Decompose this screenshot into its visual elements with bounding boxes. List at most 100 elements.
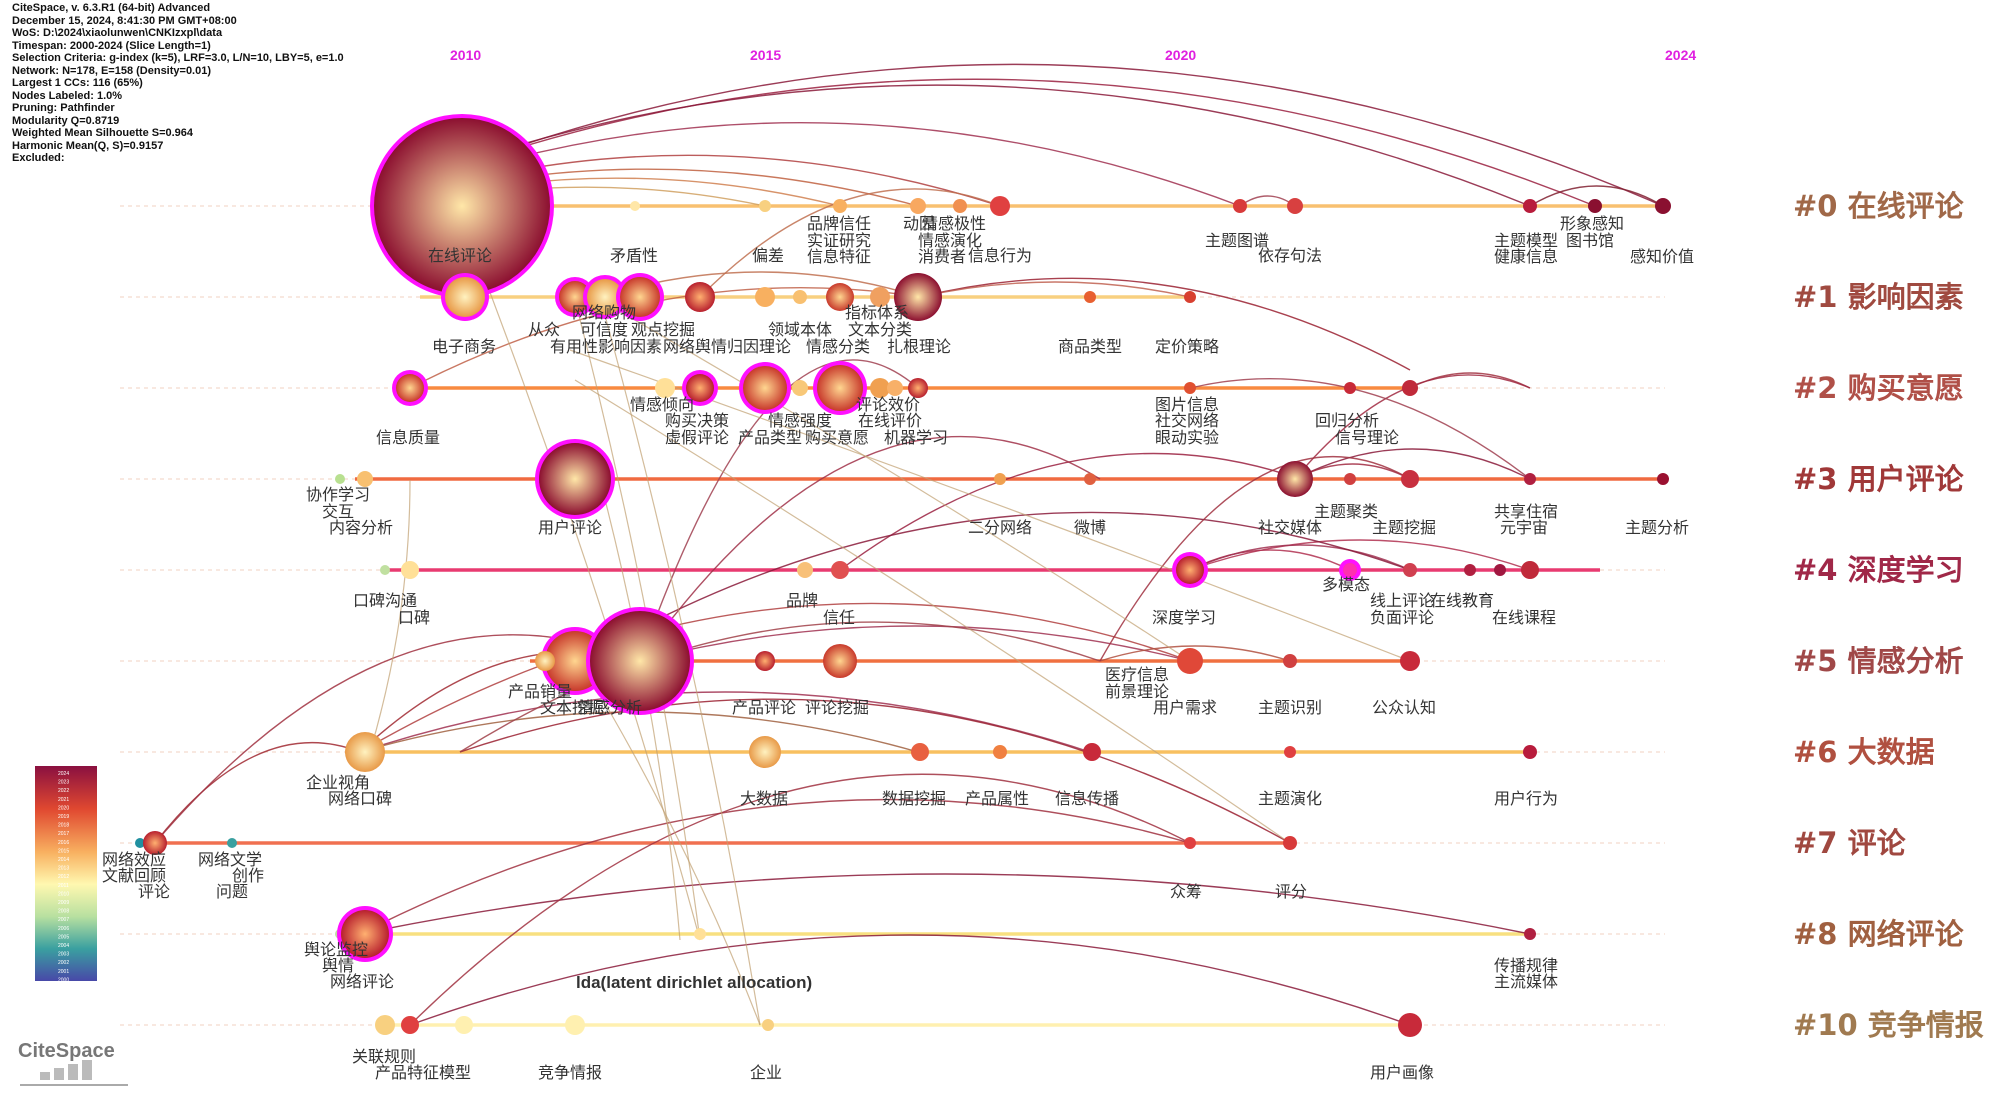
node-label: 社交媒体 <box>1258 518 1322 537</box>
node-label: 文献回顾 <box>102 866 166 885</box>
node-label: 图片信息 <box>1155 395 1219 414</box>
summary-line: Excluded: <box>12 152 65 164</box>
node-label: 形象感知 <box>1560 214 1624 233</box>
citation-arc <box>459 698 1291 844</box>
node-label: 评论 <box>138 882 170 901</box>
keyword-node <box>620 277 660 317</box>
node-label: 内容分析 <box>329 518 393 537</box>
keyword-node <box>1524 928 1536 940</box>
summary-line: Harmonic Mean(Q, S)=0.9157 <box>12 139 164 152</box>
keyword-node <box>227 838 237 848</box>
summary-line: Selection Criteria: g-index (k=5), LRF=3… <box>12 52 344 64</box>
citation-arc <box>409 934 1411 1026</box>
citation-arc <box>1099 456 1411 662</box>
keyword-node <box>135 838 145 848</box>
keyword-node <box>1084 473 1096 485</box>
keyword-node <box>823 644 857 678</box>
keyword-node <box>401 1016 419 1034</box>
node-label: 众筹 <box>1170 882 1202 901</box>
keyword-node <box>445 277 485 317</box>
keyword-node <box>535 651 555 671</box>
legend-year-label: 2020 <box>58 805 69 811</box>
node-label: 电子商务 <box>432 337 496 356</box>
keyword-node <box>1344 473 1356 485</box>
keyword-node <box>1277 461 1313 497</box>
node-label: 评论效价 <box>856 395 920 414</box>
node-label: 情感强度 <box>768 411 832 430</box>
summary-line: Largest 1 CCs: 116 (65%) <box>12 77 143 89</box>
keyword-node <box>1657 473 1669 485</box>
legend-year-label: 2004 <box>58 943 69 949</box>
node-label: 主题分析 <box>1625 518 1689 537</box>
year-label: 2024 <box>1665 47 1696 63</box>
keyword-node <box>755 651 775 671</box>
legend-year-label: 2021 <box>58 797 69 803</box>
node-label: 影响因素 <box>598 337 662 356</box>
node-label: 机器学习 <box>884 428 948 447</box>
node-label: 用户行为 <box>1494 789 1558 808</box>
legend-year-label: 2003 <box>58 952 69 958</box>
cluster-label: #8 网络评论 <box>1793 917 1965 951</box>
keyword-node <box>833 199 847 213</box>
legend-year-label: 2001 <box>58 969 69 975</box>
node-label: 线上评论 <box>1370 591 1434 610</box>
citation-arc <box>699 188 1001 298</box>
summary-line: Nodes Labeled: 1.0% <box>12 89 123 102</box>
keyword-node <box>345 732 385 772</box>
cluster-label: #1 影响因素 <box>1793 280 1964 314</box>
node-label: 商品类型 <box>1058 337 1122 356</box>
keyword-node <box>694 928 706 940</box>
node-label: 关联规则 <box>352 1047 416 1066</box>
cluster-label: #3 用户评论 <box>1793 462 1965 496</box>
keyword-node <box>817 365 863 411</box>
node-label: 主题聚类 <box>1314 502 1378 521</box>
node-label: 网络口碑 <box>328 789 392 808</box>
citation-arc <box>579 511 1411 662</box>
node-label: 共享住宿 <box>1494 502 1558 521</box>
keyword-node <box>1398 1013 1422 1037</box>
node-label: lda(latent dirichlet allocation) <box>576 973 812 992</box>
keyword-node <box>911 743 929 761</box>
legend-year-label: 2007 <box>58 917 69 923</box>
keyword-node <box>870 378 890 398</box>
node-label: 在线评论 <box>428 246 492 265</box>
node-label: 图书馆 <box>1566 231 1614 250</box>
node-label: 网络评论 <box>330 972 394 991</box>
citation-arc <box>579 660 761 1026</box>
keyword-node <box>1494 564 1506 576</box>
cluster-label: #6 大数据 <box>1793 735 1935 769</box>
node-label: 眼动实验 <box>1155 428 1219 447</box>
node-label: 实证研究 <box>807 231 871 250</box>
keyword-node <box>1402 380 1418 396</box>
summary-line: Pruning: Pathfinder <box>12 102 115 114</box>
node-label: 二分网络 <box>968 518 1032 537</box>
node-label: 数据挖掘 <box>882 789 946 808</box>
keyword-node <box>630 201 640 211</box>
node-label: 品牌信任 <box>807 214 871 233</box>
node-label: 大数据 <box>740 789 788 808</box>
keyword-node <box>1464 564 1476 576</box>
logo-bar <box>68 1064 78 1080</box>
keyword-node <box>831 561 849 579</box>
legend-year-label: 2019 <box>58 814 69 820</box>
node-label: 企业 <box>750 1063 782 1082</box>
keyword-node <box>341 910 389 958</box>
keyword-node <box>887 380 903 396</box>
legend-year-label: 2009 <box>58 900 69 906</box>
node-label: 产品评论 <box>732 698 796 717</box>
keyword-node <box>894 273 942 321</box>
node-label: 用户画像 <box>1370 1063 1434 1082</box>
keyword-node <box>953 199 967 213</box>
legend-year-label: 2015 <box>58 848 69 854</box>
node-label: 网络文学 <box>198 850 262 869</box>
legend-year-label: 2023 <box>58 780 69 786</box>
citation-arc <box>154 741 361 844</box>
node-label: 竞争情报 <box>538 1063 602 1082</box>
keyword-node <box>1401 470 1419 488</box>
node-label: 评论挖掘 <box>805 698 869 717</box>
node-label: 产品特征模型 <box>375 1063 471 1082</box>
cluster-label: #5 情感分析 <box>1793 644 1964 678</box>
legend-year-label: 2000 <box>58 977 69 983</box>
keyword-node <box>993 745 1007 759</box>
